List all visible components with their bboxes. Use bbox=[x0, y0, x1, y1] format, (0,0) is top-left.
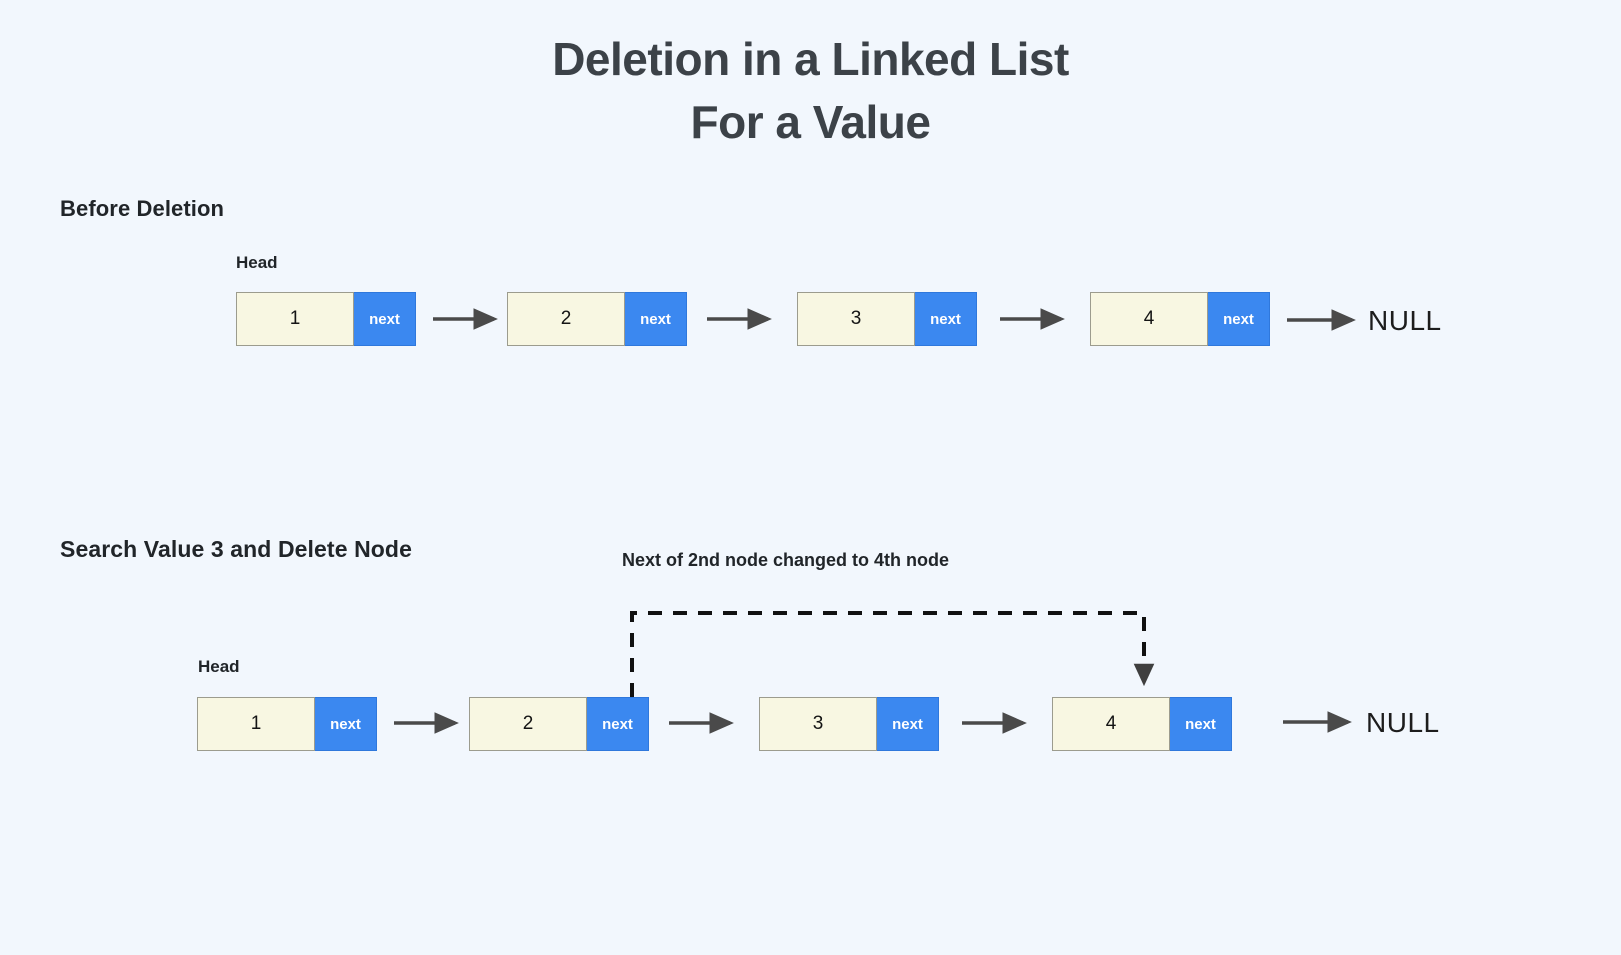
node-after-4: 4 next bbox=[1052, 697, 1232, 751]
head-label-before: Head bbox=[236, 253, 278, 272]
node-value: 4 bbox=[1052, 697, 1170, 751]
annotation-next-changed: Next of 2nd node changed to 4th node bbox=[622, 550, 950, 570]
node-next-pointer: next bbox=[1208, 292, 1270, 346]
dashed-bypass-arrow bbox=[630, 611, 1155, 697]
node-next-pointer: next bbox=[354, 292, 416, 346]
head-label-after: Head bbox=[198, 657, 240, 676]
node-next-pointer: next bbox=[587, 697, 649, 751]
section-heading-search-delete: Search Value 3 and Delete Node bbox=[60, 536, 412, 562]
node-after-3-deleted: 3 next bbox=[759, 697, 939, 751]
node-before-3: 3 next bbox=[797, 292, 977, 346]
node-value: 2 bbox=[469, 697, 587, 751]
section-heading-before-deletion: Before Deletion bbox=[60, 196, 225, 221]
null-terminator-before: NULL bbox=[1368, 305, 1442, 336]
node-next-pointer: next bbox=[915, 292, 977, 346]
node-next-pointer: next bbox=[877, 697, 939, 751]
node-next-pointer: next bbox=[315, 697, 377, 751]
node-value: 4 bbox=[1090, 292, 1208, 346]
node-before-1: 1 next bbox=[236, 292, 416, 346]
node-next-pointer: next bbox=[1170, 697, 1232, 751]
node-value: 2 bbox=[507, 292, 625, 346]
null-terminator-after: NULL bbox=[1366, 707, 1440, 738]
node-before-4: 4 next bbox=[1090, 292, 1270, 346]
page-title-line-1: Deletion in a Linked List bbox=[552, 33, 1069, 85]
node-value: 1 bbox=[197, 697, 315, 751]
node-after-1: 1 next bbox=[197, 697, 377, 751]
page-title-line-2: For a Value bbox=[690, 96, 931, 149]
node-value: 1 bbox=[236, 292, 354, 346]
node-next-pointer: next bbox=[625, 292, 687, 346]
node-after-2: 2 next bbox=[469, 697, 649, 751]
node-value: 3 bbox=[759, 697, 877, 751]
node-before-2: 2 next bbox=[507, 292, 687, 346]
node-value: 3 bbox=[797, 292, 915, 346]
page-title: Deletion in a Linked List For a Value bbox=[0, 28, 1621, 155]
